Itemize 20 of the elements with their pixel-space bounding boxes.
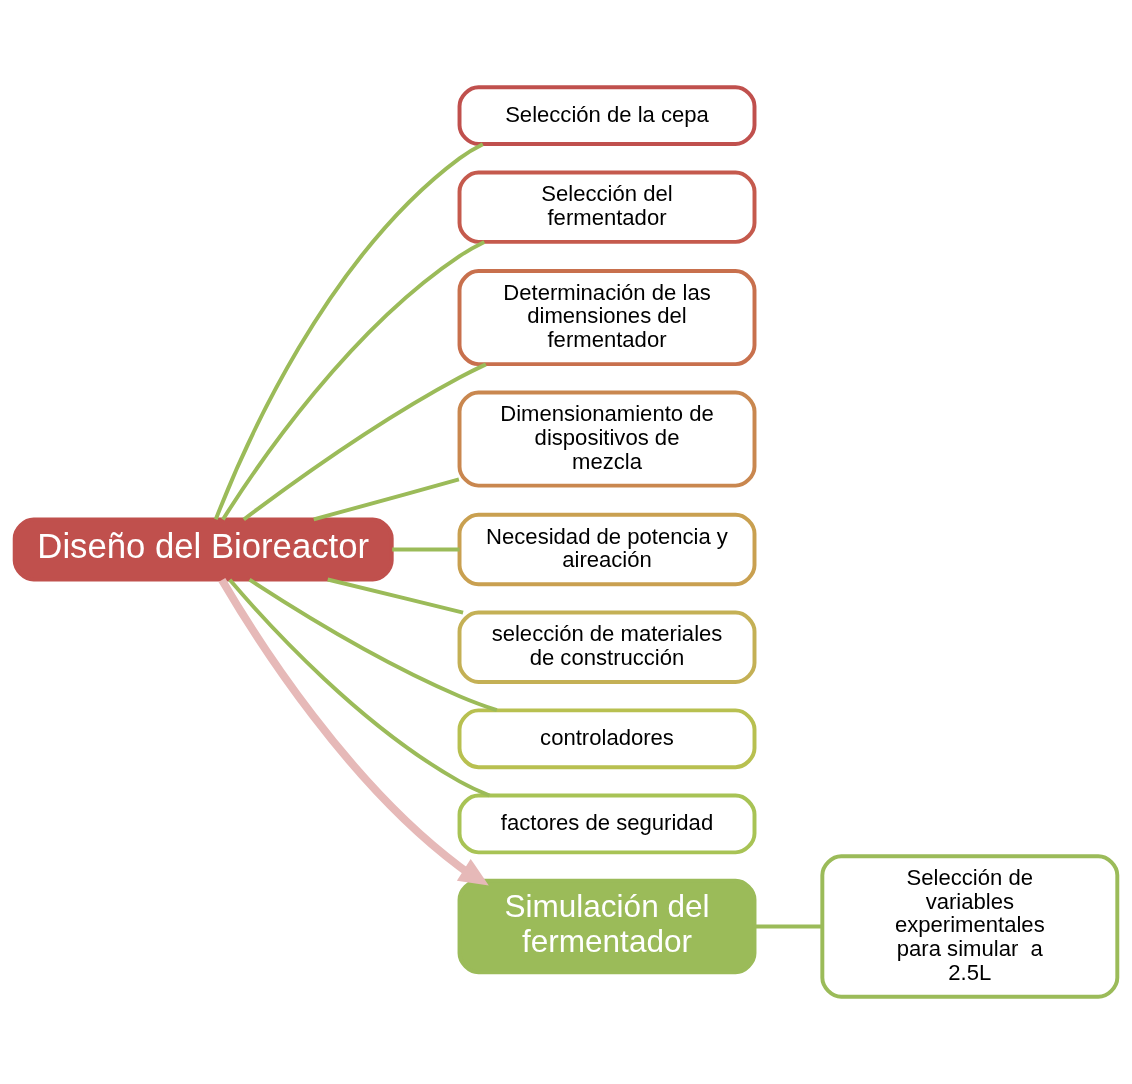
connector [754, 924, 823, 929]
node-box: Simulación del fermentador [457, 878, 757, 975]
connector [242, 362, 487, 522]
node-box: selección de materiales de construcción [457, 610, 757, 684]
node-box: Necesidad de potencia y aireación [457, 512, 757, 587]
connector [392, 547, 460, 552]
node-box: Dimensionamiento de dispositivos de mezcla [457, 390, 757, 488]
node-box: Selección del fermentador [457, 170, 757, 244]
connector [214, 142, 484, 521]
node-box: Selección de la cepa [457, 85, 757, 147]
connector [327, 577, 464, 615]
node-box: Selección de variables experimentales para simular a 2.5L [820, 854, 1120, 999]
node-box: factores de seguridad [457, 793, 757, 855]
connector [228, 578, 491, 798]
connector [313, 477, 460, 522]
arrow [218, 577, 489, 886]
connector [221, 240, 486, 521]
node-box: Diseño del Bioreactor [12, 517, 394, 582]
node-box: controladores [457, 708, 757, 770]
node-box: Determinación de las dimensiones del fermentador [457, 269, 757, 367]
